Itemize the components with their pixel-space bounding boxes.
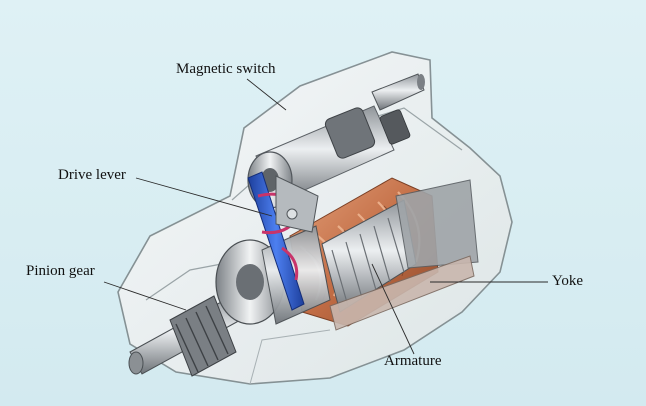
label-magnetic-switch: Magnetic switch: [176, 61, 276, 77]
armature-core: [321, 179, 479, 331]
label-yoke: Yoke: [552, 273, 583, 289]
leader-lines: [103, 78, 548, 355]
leader-magnetic-switch: [246, 78, 287, 111]
label-pinion-gear: Pinion gear: [26, 263, 95, 279]
label-drive-lever: Drive lever: [58, 167, 126, 183]
leader-drive-lever: [135, 177, 273, 217]
leader-pinion-gear: [103, 281, 187, 311]
drive-lever-part: [247, 171, 319, 311]
label-armature: Armature: [384, 353, 442, 369]
leader-armature: [371, 263, 415, 355]
